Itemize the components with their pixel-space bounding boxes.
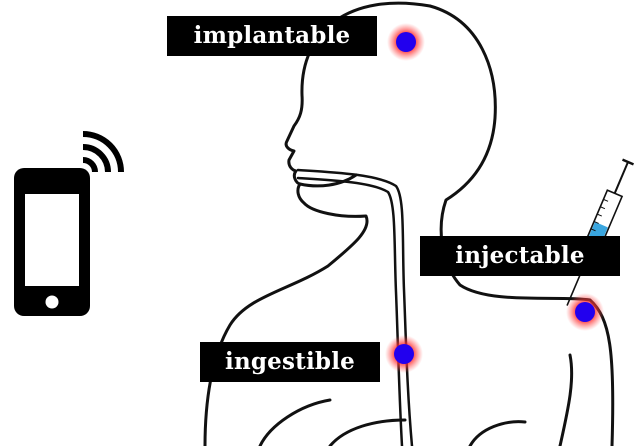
rib-curve-left [330, 420, 405, 446]
sensor-implantable [387, 23, 425, 61]
label-implantable: implantable [167, 16, 377, 56]
sensor-injectable [566, 293, 604, 331]
rib-curve-right [470, 422, 525, 446]
sensor-ingestible [385, 335, 423, 373]
smartphone-icon [14, 168, 90, 316]
wireless-signal-icon [83, 134, 121, 172]
syringe-icon [560, 159, 635, 309]
chest-curve [260, 400, 330, 446]
label-ingestible: ingestible [200, 342, 380, 382]
arm-crease [560, 355, 572, 446]
back-outline [430, 6, 613, 446]
label-injectable: injectable [420, 236, 620, 276]
